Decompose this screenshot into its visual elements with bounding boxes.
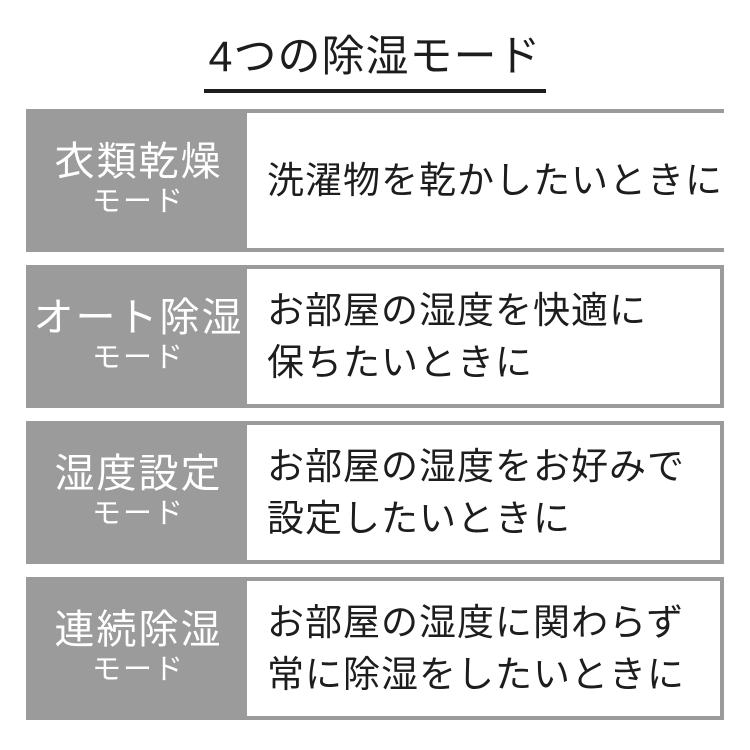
description-line: 常に除湿をしたいときに [267, 653, 685, 695]
description-line: 洗濯物を乾かしたいときに [267, 159, 723, 201]
description-line: お部屋の湿度に関わらず [267, 601, 685, 643]
mode-suffix-label: モード [91, 498, 185, 531]
mode-name-label: 衣類乾燥 [54, 139, 223, 184]
description-line: 設定したいときに [267, 497, 571, 539]
mode-name-label: オート除湿 [33, 295, 244, 340]
mode-suffix-label: モード [91, 654, 185, 687]
mode-name-label: 連続除湿 [54, 607, 223, 652]
mode-label-cell: 湿度設定 モード [30, 425, 247, 561]
description-line: 保ちたいときに [267, 341, 533, 383]
table-row-humidity-setting: 湿度設定 モード お部屋の湿度をお好みで 設定したいときに [26, 421, 724, 565]
mode-description-cell: お部屋の湿度に関わらず 常に除湿をしたいときに [247, 581, 720, 717]
table-row-clothes-drying: 衣類乾燥 モード 洗濯物を乾かしたいときに [26, 109, 729, 253]
mode-name-label: 湿度設定 [54, 451, 223, 496]
mode-label-cell: 連続除湿 モード [30, 581, 247, 717]
mode-description-cell: 洗濯物を乾かしたいときに [247, 113, 729, 249]
description-line: お部屋の湿度をお好みで [267, 445, 685, 487]
title-container: 4つの除湿モード [0, 33, 750, 94]
mode-label-cell: オート除湿 モード [30, 269, 247, 405]
mode-table: 衣類乾燥 モード 洗濯物を乾かしたいときに オート除湿 モード お部屋の湿度を快… [26, 109, 729, 721]
table-row-auto-dehumidify: オート除湿 モード お部屋の湿度を快適に 保ちたいときに [26, 265, 724, 409]
mode-label-cell: 衣類乾燥 モード [30, 113, 247, 249]
page-title: 4つの除湿モード [203, 33, 547, 94]
mode-description-cell: お部屋の湿度をお好みで 設定したいときに [247, 425, 720, 561]
mode-suffix-label: モード [91, 342, 185, 375]
description-line: お部屋の湿度を快適に [267, 289, 647, 331]
mode-description-cell: お部屋の湿度を快適に 保ちたいときに [247, 269, 720, 405]
mode-suffix-label: モード [91, 186, 185, 219]
table-row-continuous-dehumidify: 連続除湿 モード お部屋の湿度に関わらず 常に除湿をしたいときに [26, 577, 724, 721]
